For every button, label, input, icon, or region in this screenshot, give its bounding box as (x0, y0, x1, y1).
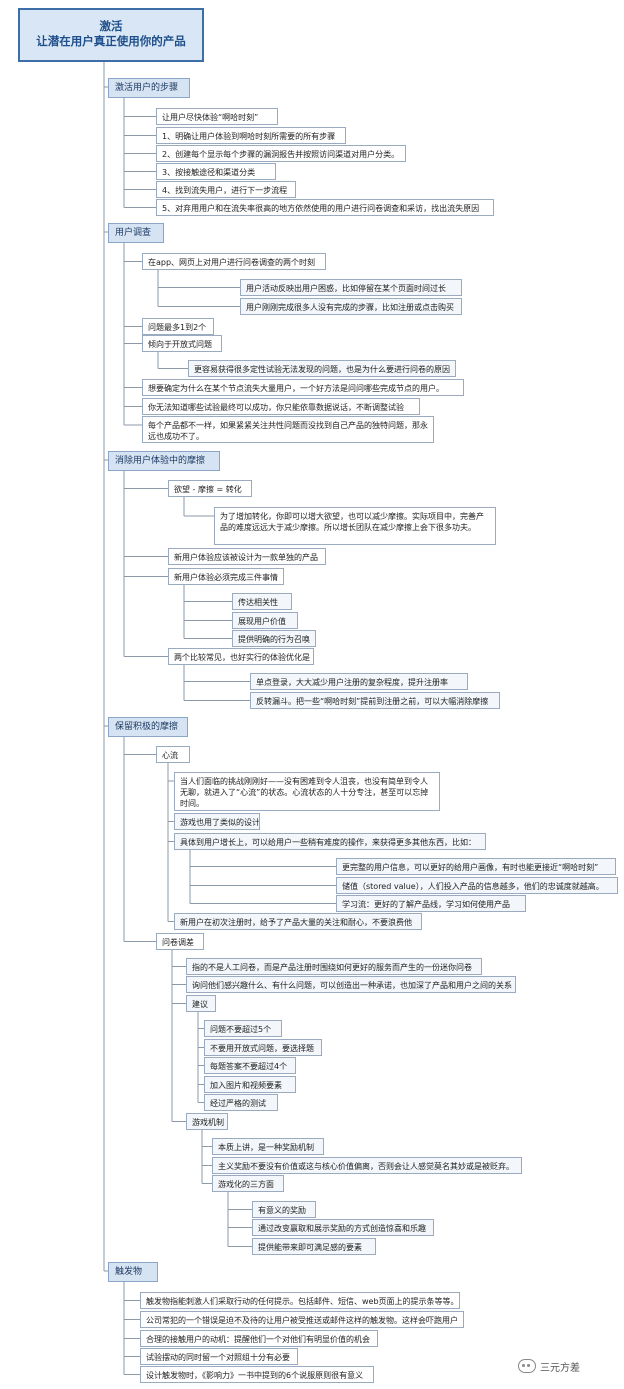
topic-node-3-0-2-1[interactable]: 储值（stored value），人们投入产品的信息越多，他们的忠诚度就越高。 (336, 877, 618, 894)
topic-node-3-1-1[interactable]: 询问他们感兴趣什么、有什么问题，可以创造出一种承诺，也加深了产品和用户之间的关系 (186, 976, 516, 993)
section-node-2[interactable]: 消除用户体验中的摩擦 (108, 451, 220, 471)
topic-node-2-3[interactable]: 两个比较常见，也好实行的体验优化是 (168, 648, 314, 665)
topic-node-2-2-0[interactable]: 传达相关性 (232, 593, 292, 610)
section-node-0[interactable]: 激活用户的步骤 (108, 78, 190, 98)
topic-node-3-0-1[interactable]: 游戏也用了类似的设计 (174, 813, 260, 830)
topic-node-0-5[interactable]: 5、对弃用用户和在流失率很高的地方依然使用的用户进行问卷调查和采访，找出流失原因 (156, 199, 494, 216)
topic-node-3-1-2-4[interactable]: 经过严格的测试 (204, 1094, 278, 1111)
topic-node-2-1[interactable]: 新用户体验应该被设计为一款单独的产品 (168, 548, 326, 565)
topic-node-3-1-2-3[interactable]: 加入图片和视频要素 (204, 1076, 296, 1093)
topic-node-2-3-0[interactable]: 单点登录，大大减少用户注册的复杂程度，提升注册率 (250, 673, 468, 690)
topic-node-1-1[interactable]: 问题最多1到2个 (142, 318, 214, 335)
topic-node-3-0-2-2[interactable]: 学习流：更好的了解产品线，学习如何使用产品 (336, 895, 526, 912)
topic-node-3-1-3-2[interactable]: 游戏化的三方面 (212, 1175, 284, 1192)
topic-node-4-3[interactable]: 试验摆动的同时留一个对照组十分有必要 (140, 1348, 298, 1365)
topic-node-3-0-2[interactable]: 具体到用户增长上，可以给用户一些稍有难度的操作，来获得更多其他东西，比如： (174, 833, 486, 850)
topic-node-3-0[interactable]: 心流 (156, 746, 190, 763)
topic-node-1-4[interactable]: 你无法知道哪些试验最终可以成功，你只能依靠数据说话，不断调整试验 (142, 398, 420, 415)
topic-node-1-0[interactable]: 在app、网页上对用户进行问卷调查的两个时刻 (142, 253, 326, 270)
topic-node-3-1-3-2-1[interactable]: 通过改变赢取和展示奖励的方式创造惊喜和乐趣 (252, 1219, 434, 1236)
topic-node-0-0[interactable]: 让用户尽快体验“啊哈时刻” (156, 108, 278, 125)
topic-node-1-2-0[interactable]: 更容易获得很多定性试验无法发现的问题，也是为什么要进行问卷的原因 (188, 360, 456, 377)
topic-node-3-1-3[interactable]: 游戏机制 (186, 1113, 228, 1130)
topic-node-0-3[interactable]: 3、按接触途径和渠道分类 (156, 163, 276, 180)
topic-node-3-1[interactable]: 问卷调差 (156, 933, 204, 950)
root-subtitle: 让潜在用户真正使用你的产品 (36, 34, 186, 48)
watermark: 三元方差 (518, 1356, 580, 1376)
topic-node-4-0[interactable]: 触发物指能刺激人们采取行动的任何提示。包括邮件、短信、web页面上的提示条等等。 (140, 1292, 460, 1309)
topic-node-3-0-0[interactable]: 当人们面临的挑战刚刚好——没有困难到令人沮丧，也没有简单到令人无聊，就进入了“心… (174, 772, 440, 811)
wechat-icon (518, 1359, 536, 1373)
topic-node-2-3-1[interactable]: 反转漏斗。把一些“啊哈时刻”提前到注册之前，可以大幅消除摩擦 (250, 692, 500, 709)
topic-node-3-1-0[interactable]: 指的不是人工问卷，而是产品注册时围绕如何更好的服务而产生的一份迷你问卷 (186, 958, 482, 975)
watermark-text: 三元方差 (540, 1362, 580, 1374)
topic-node-3-0-2-0[interactable]: 更完整的用户信息，可以更好的给用户画像，有时也能更接近“啊哈时刻” (336, 858, 616, 875)
topic-node-2-2-2[interactable]: 提供明确的行为召唤 (232, 630, 316, 647)
topic-node-4-1[interactable]: 公司常犯的一个错误是迫不及待的让用户被受推送或邮件这样的触发物。这样会吓跑用户 (140, 1311, 464, 1328)
topic-node-3-1-2[interactable]: 建议 (186, 995, 216, 1012)
topic-node-3-0-3[interactable]: 新用户在初次注册时，给予了产品大量的关注和耐心，不要浪费他 (174, 913, 422, 930)
topic-node-4-2[interactable]: 合理的接触用户的动机：提醒他们一个对他们有明显价值的机会 (140, 1330, 378, 1347)
topic-node-1-2[interactable]: 倾向于开放式问题 (142, 335, 222, 352)
topic-node-1-3[interactable]: 想要确定为什么在某个节点流失大量用户，一个好方法是问问哪些完成节点的用户。 (142, 379, 464, 396)
topic-node-3-1-2-2[interactable]: 每题答案不要超过4个 (204, 1057, 296, 1074)
topic-node-1-0-0[interactable]: 用户活动反映出用户困惑，比如停留在某个页面时间过长 (240, 279, 462, 296)
topic-node-1-0-1[interactable]: 用户刚刚完成很多人没有完成的步骤，比如注册或点击购买 (240, 298, 462, 315)
section-node-4[interactable]: 触发物 (108, 1262, 158, 1282)
topic-node-3-1-2-1[interactable]: 不要用开放式问题，要选择题 (204, 1039, 322, 1056)
topic-node-4-4[interactable]: 设计触发物时，《影响力》一书中提到的6个说服原则很有意义 (140, 1366, 374, 1383)
topic-node-3-1-3-2-0[interactable]: 有意义的奖励 (252, 1201, 316, 1218)
topic-node-0-4[interactable]: 4、找到流失用户，进行下一步流程 (156, 181, 296, 198)
root-node[interactable]: 激活 让潜在用户真正使用你的产品 (18, 8, 204, 62)
topic-node-3-1-3-1[interactable]: 主义奖励不要没有价值或这与核心价值偏离，否则会让人感觉莫名其妙或是被贬弃。 (212, 1157, 522, 1174)
topic-node-0-1[interactable]: 1、明确让用户体验到啊哈时刻所需要的所有步骤 (156, 127, 346, 144)
topic-node-2-0[interactable]: 欲望 - 摩擦 = 转化 (168, 480, 252, 497)
topic-node-1-5[interactable]: 每个产品都不一样，如果紧紧关注共性问题而没找到自己产品的独特问题，那永远也成功不… (142, 416, 434, 443)
section-node-3[interactable]: 保留积极的摩擦 (108, 717, 188, 737)
topic-node-3-1-2-0[interactable]: 问题不要超过5个 (204, 1020, 282, 1037)
topic-node-2-2[interactable]: 新用户体验必须完成三件事情 (168, 568, 284, 585)
topic-node-0-2[interactable]: 2、创建每个显示每个步骤的漏洞报告并按照访问渠道对用户分类。 (156, 145, 406, 162)
section-node-1[interactable]: 用户调查 (108, 223, 164, 243)
topic-node-3-1-3-2-2[interactable]: 提供能带来即可满足感的要素 (252, 1238, 376, 1255)
topic-node-3-1-3-0[interactable]: 本质上讲，是一种奖励机制 (212, 1138, 324, 1155)
topic-node-2-0-0[interactable]: 为了增加转化，你即可以增大欲望，也可以减少摩擦。实际项目中，完善产品的难度远远大… (214, 507, 496, 545)
topic-node-2-2-1[interactable]: 展现用户价值 (232, 612, 298, 629)
root-title: 激活 (99, 19, 123, 33)
